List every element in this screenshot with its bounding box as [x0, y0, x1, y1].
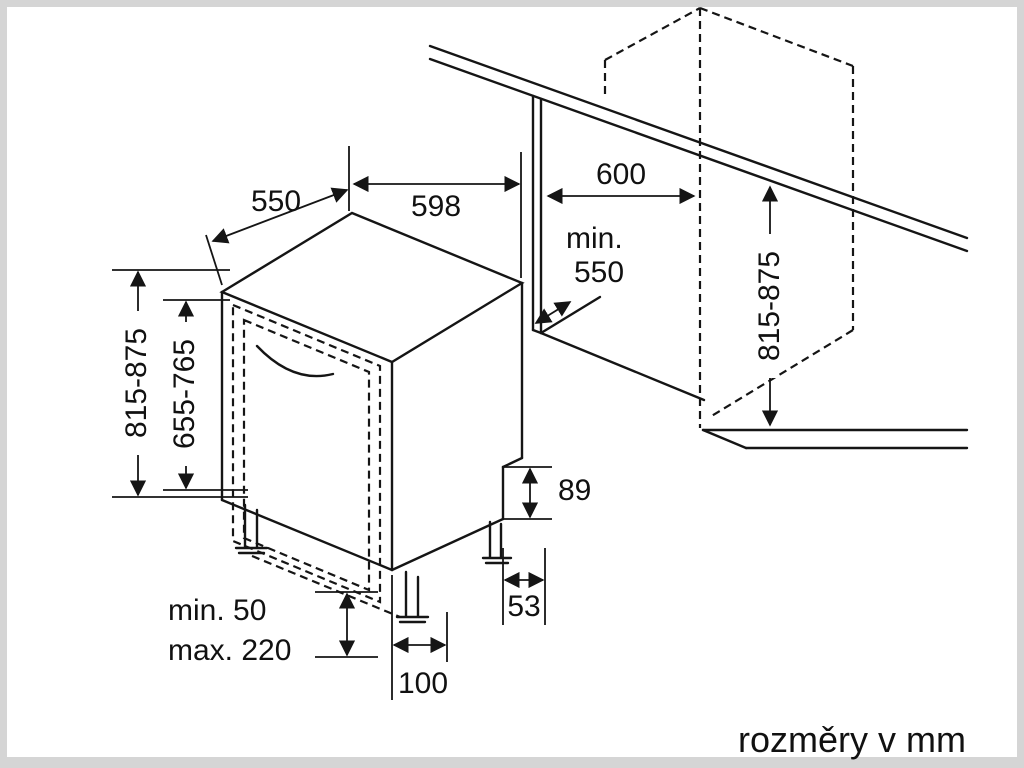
letterbox-right	[1017, 0, 1024, 768]
label-foot-inset-100: 100	[398, 667, 448, 700]
letterbox-left	[0, 0, 7, 768]
svg-text:655-765: 655-765	[168, 339, 201, 449]
arrow-550	[211, 187, 349, 244]
worktop-lines	[428, 44, 969, 253]
niche-ghost-outline	[603, 6, 855, 428]
label-width-598: 598	[411, 190, 461, 223]
letterbox-top	[0, 0, 1024, 7]
extension-lines	[112, 146, 552, 700]
label-depth-550: 550	[251, 185, 301, 218]
label-niche-depth-min: min.	[566, 222, 623, 255]
label-niche-depth-550: 550	[574, 256, 624, 289]
letterbox-bottom	[0, 757, 1024, 768]
svg-text:815-875: 815-875	[120, 328, 153, 438]
label-door-height-655-765: 655-765	[162, 322, 201, 466]
label-plinth-min-50: min. 50	[168, 594, 266, 627]
label-height-left-815-875: 815-875	[114, 311, 153, 455]
label-foot-offset-53: 53	[507, 590, 540, 623]
label-niche-width-600: 600	[596, 158, 646, 191]
arrow-niche-depth	[534, 301, 572, 324]
caption-units: rozměry v mm	[738, 719, 966, 760]
label-rear-plinth-89: 89	[558, 474, 591, 507]
svg-text:815-875: 815-875	[753, 251, 786, 361]
dishwasher-body	[219, 211, 525, 572]
furniture-door-panel	[231, 303, 401, 619]
label-height-right-815-875: 815-875	[747, 234, 786, 378]
door-handle-arc	[255, 344, 335, 378]
floor-lines-right	[701, 428, 969, 450]
label-plinth-max-220: max. 220	[168, 634, 291, 667]
